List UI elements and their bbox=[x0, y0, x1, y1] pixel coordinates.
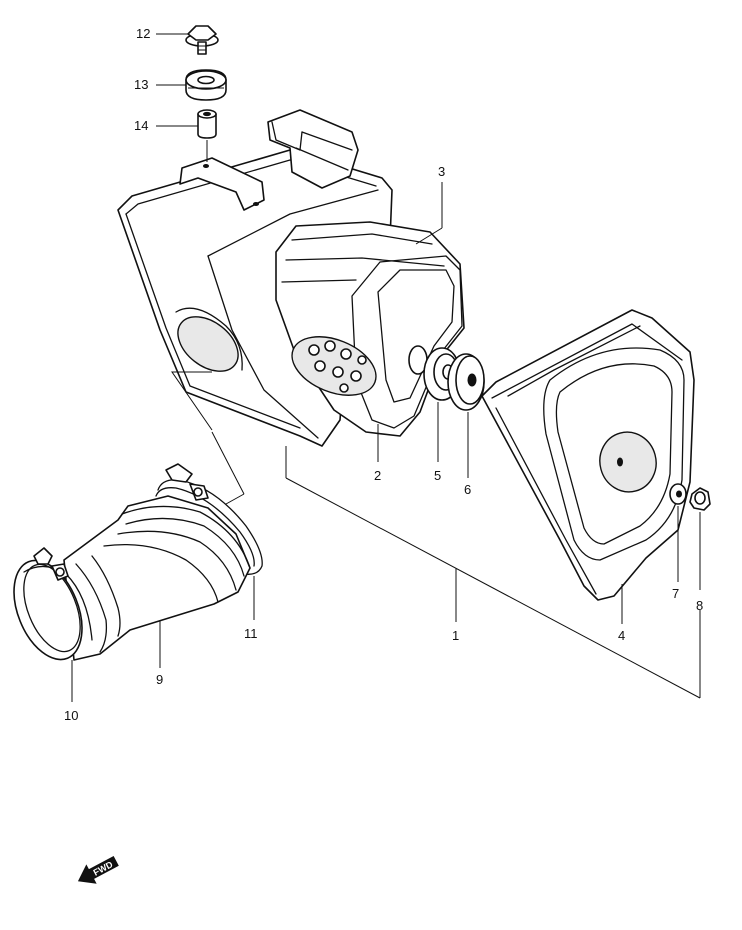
part-12-bolt bbox=[185, 25, 219, 55]
label-12: 12 bbox=[136, 26, 150, 41]
label-13: 13 bbox=[134, 77, 148, 92]
label-14: 14 bbox=[134, 118, 148, 133]
label-9: 9 bbox=[156, 672, 163, 687]
label-11: 11 bbox=[244, 626, 258, 641]
part-6-washer bbox=[447, 353, 485, 411]
part-8-nut bbox=[689, 487, 711, 511]
part-4-cover bbox=[481, 309, 695, 601]
fwd-arrow-icon: FWD bbox=[77, 856, 119, 884]
label-4: 4 bbox=[618, 628, 625, 643]
leader-lines bbox=[71, 33, 701, 702]
label-8: 8 bbox=[696, 598, 703, 613]
label-3: 3 bbox=[438, 164, 445, 179]
part-3-element bbox=[275, 221, 465, 437]
part-11-clamp bbox=[155, 463, 263, 575]
part-13-grommet bbox=[185, 69, 227, 101]
label-7: 7 bbox=[672, 586, 679, 601]
part-9-intake-boot bbox=[63, 495, 251, 661]
part-labels: 12 13 14 3 2 5 6 4 7 8 1 11 9 10 bbox=[64, 26, 703, 723]
part-10-clamp bbox=[13, 547, 93, 661]
label-6: 6 bbox=[464, 482, 471, 497]
label-5: 5 bbox=[434, 468, 441, 483]
label-10: 10 bbox=[64, 708, 78, 723]
label-1: 1 bbox=[452, 628, 459, 643]
part-7-washer bbox=[669, 483, 687, 505]
part-14-collar bbox=[197, 109, 217, 139]
label-2: 2 bbox=[374, 468, 381, 483]
